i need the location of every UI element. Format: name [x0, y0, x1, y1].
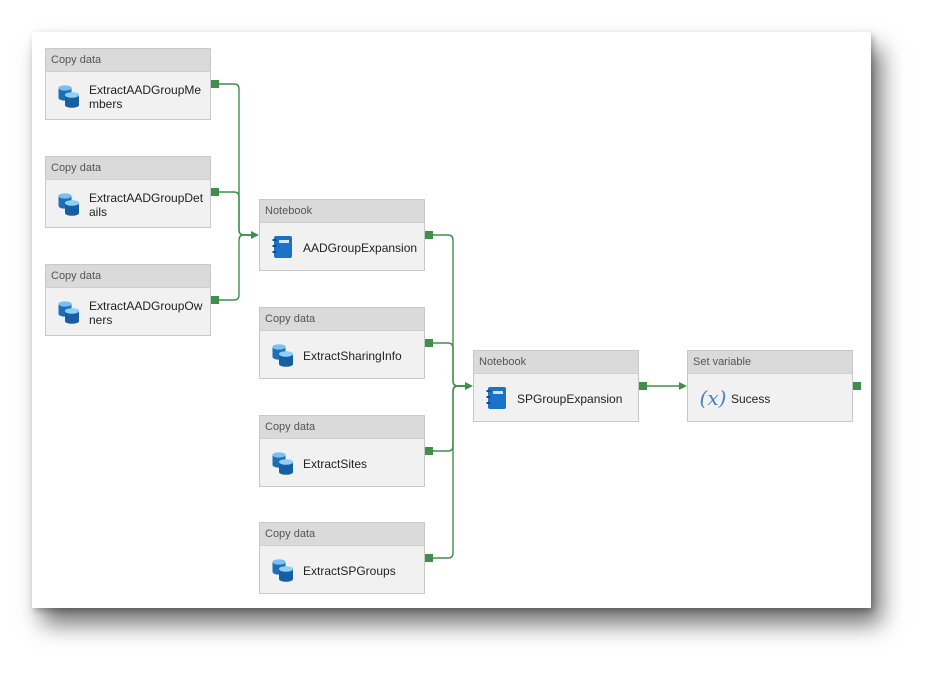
notebook-icon	[484, 385, 510, 411]
activity-type-label: Notebook	[474, 351, 638, 374]
activity-name: ExtractSPGroups	[303, 563, 396, 578]
output-port[interactable]	[425, 339, 433, 347]
activity-extract-sharing-info[interactable]: Copy data ExtractSharingInfo	[259, 307, 425, 379]
activity-name: AADGroupExpansion	[303, 240, 418, 255]
activity-name: Sucess	[731, 391, 771, 406]
connector-line[interactable]	[429, 385, 467, 452]
activity-extract-sites[interactable]: Copy data ExtractSites	[259, 415, 425, 487]
connector-line[interactable]	[429, 385, 467, 559]
database-icon	[270, 342, 296, 368]
connector-line[interactable]	[215, 191, 253, 236]
activity-extract-aad-group-members[interactable]: Copy data ExtractAADGroupMembers	[45, 48, 211, 120]
activity-type-label: Copy data	[46, 157, 210, 180]
activity-type-label: Copy data	[260, 308, 424, 331]
connector-line[interactable]	[215, 83, 253, 236]
activity-name: ExtractSites	[303, 456, 368, 471]
activity-name: ExtractAADGroupOwners	[89, 298, 203, 327]
variable-x-icon: (x)	[698, 385, 727, 411]
svg-text:(x): (x)	[700, 386, 727, 410]
activity-type-label: Set variable	[688, 351, 852, 374]
activity-name: SPGroupExpansion	[517, 391, 623, 406]
connector-layer	[215, 83, 687, 559]
activity-name: ExtractAADGroupMembers	[89, 82, 202, 111]
output-port[interactable]	[211, 296, 219, 304]
activity-set-variable-sucess[interactable]: Set variable (x) Sucess	[687, 350, 853, 422]
activity-name: ExtractAADGroupDetails	[89, 190, 204, 219]
database-icon	[56, 299, 82, 325]
connector-arrowhead	[679, 382, 687, 390]
connector-line[interactable]	[429, 234, 467, 387]
activity-extract-sp-groups[interactable]: Copy data ExtractSPGroups	[259, 522, 425, 594]
output-port[interactable]	[211, 80, 219, 88]
connector-line[interactable]	[215, 234, 253, 301]
activity-type-label: Copy data	[46, 265, 210, 288]
activity-aad-group-expansion[interactable]: Notebook AADGroupExpansion	[259, 199, 425, 271]
output-port[interactable]	[853, 382, 861, 390]
pipeline-canvas: Copy data ExtractAADGroupMembers Copy da…	[32, 32, 871, 608]
database-icon	[56, 191, 82, 217]
connector-arrowhead	[251, 231, 259, 239]
connector-arrowhead	[465, 382, 473, 390]
output-port[interactable]	[425, 231, 433, 239]
database-icon	[270, 450, 296, 476]
activity-sp-group-expansion[interactable]: Notebook SPGroupExpansion	[473, 350, 639, 422]
notebook-icon	[270, 234, 296, 260]
database-icon	[56, 83, 82, 109]
activity-name: ExtractSharingInfo	[303, 348, 402, 363]
activity-extract-aad-group-owners[interactable]: Copy data ExtractAADGroupOwners	[45, 264, 211, 336]
database-icon	[270, 557, 296, 583]
activity-type-label: Copy data	[46, 49, 210, 72]
output-port[interactable]	[425, 447, 433, 455]
connector-line[interactable]	[429, 342, 467, 387]
activity-type-label: Copy data	[260, 523, 424, 546]
output-port[interactable]	[639, 382, 647, 390]
activity-type-label: Notebook	[260, 200, 424, 223]
output-port[interactable]	[211, 188, 219, 196]
activity-extract-aad-group-details[interactable]: Copy data ExtractAADGroupDetails	[45, 156, 211, 228]
output-port[interactable]	[425, 554, 433, 562]
activity-type-label: Copy data	[260, 416, 424, 439]
